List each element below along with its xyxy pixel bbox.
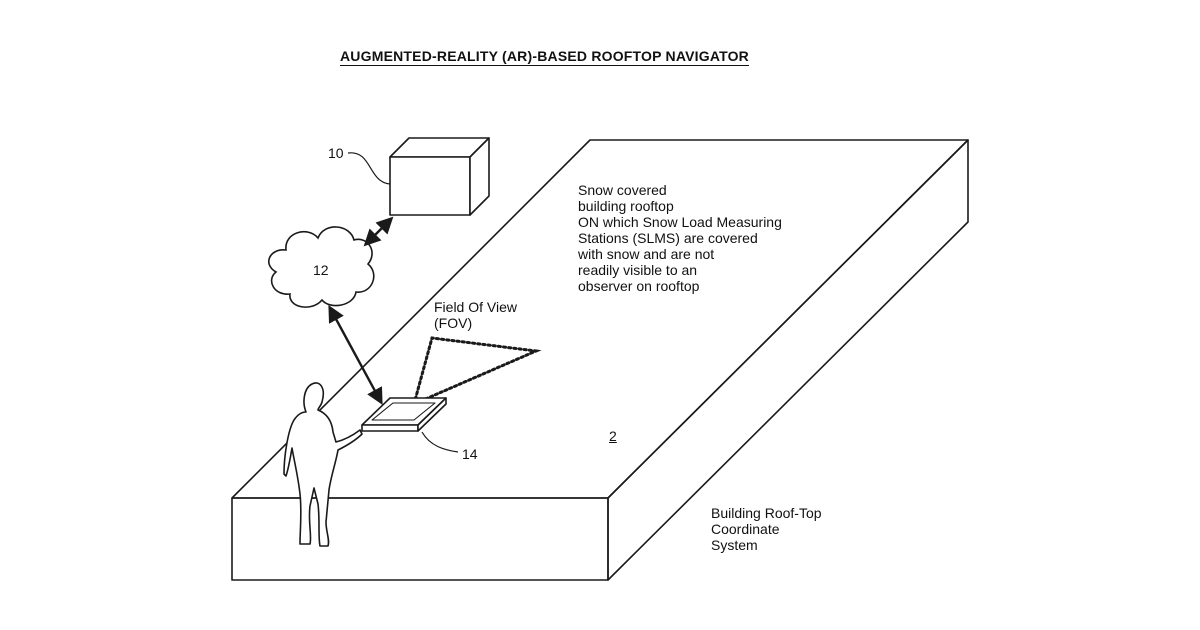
rooftop-description: Snow covered building rooftop ON which S… (578, 182, 782, 294)
server-cloud-link-arrow (366, 219, 391, 244)
rooftop-front-face (232, 498, 608, 580)
diagram-title: AUGMENTED-REALITY (AR)-BASED ROOFTOP NAV… (340, 48, 749, 64)
tablet-device (362, 398, 446, 431)
cloud-reference-numeral: 12 (313, 262, 329, 278)
field-of-view-triangle (414, 338, 536, 404)
server-leader-line (348, 153, 390, 184)
rooftop-reference-numeral: 2 (609, 428, 617, 444)
coordinate-system-label: Building Roof-Top Coordinate System (711, 505, 822, 553)
device-reference-numeral: 14 (462, 446, 478, 462)
device-leader-line (422, 432, 458, 452)
server-reference-numeral: 10 (328, 145, 344, 161)
cloud-device-link-arrow (330, 308, 381, 402)
field-of-view-label: Field Of View (FOV) (434, 299, 517, 331)
server-box (390, 138, 489, 215)
